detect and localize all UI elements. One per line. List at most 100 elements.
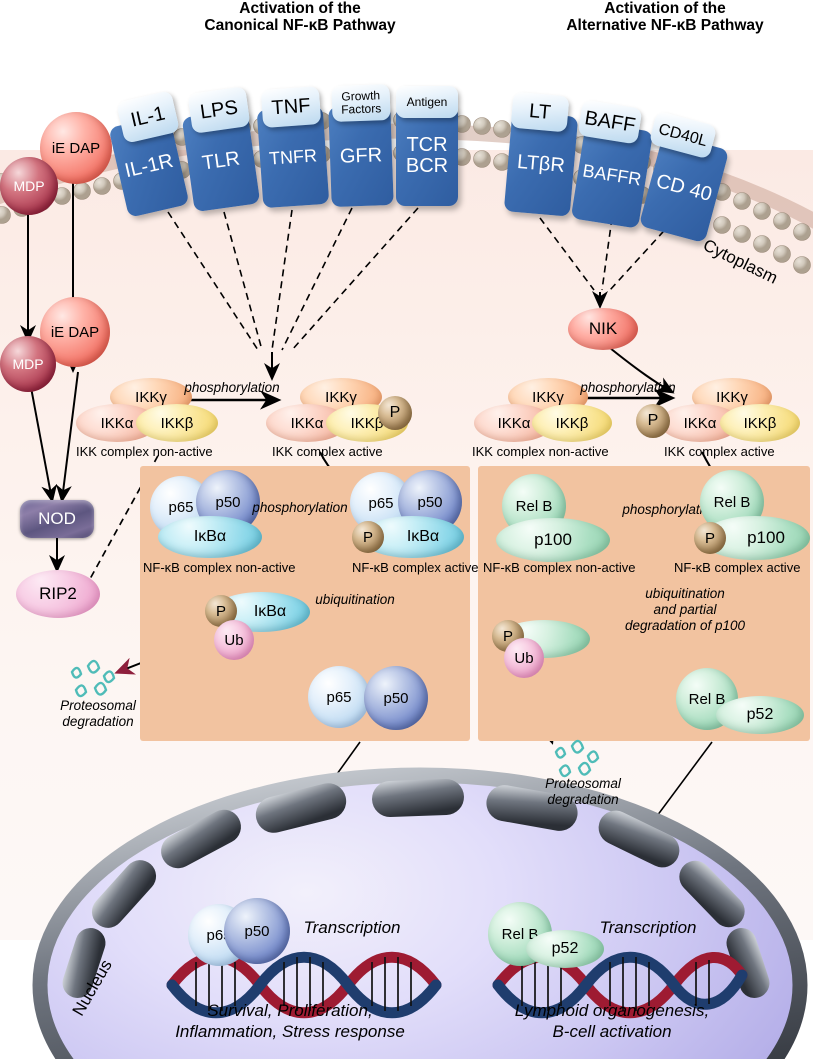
mdp-out-label: MDP (13, 178, 45, 194)
proteosomal-degradation-right: Proteosomal degradation (528, 776, 638, 808)
receptor-tcr-bcr[interactable]: TCR BCR (396, 106, 458, 206)
ligand-lps[interactable]: LPS (187, 86, 251, 134)
relb-inactive-label: Rel B (515, 497, 553, 515)
ligand-antigen-label: Antigen (406, 94, 448, 109)
iedap-in-label: iE DAP (50, 323, 100, 341)
receptor-gfr-label: GFR (339, 144, 383, 168)
receptor-ltbr-label: LTβR (516, 150, 566, 178)
proteosomal-right-line1: Proteosomal (545, 776, 621, 791)
nik-protein[interactable]: NIK (568, 308, 638, 350)
nfkb-right-active-caption: NF-κB complex active (674, 560, 801, 575)
proteosomal-right-line2: degradation (547, 792, 619, 807)
title-alternative: Activation of the Alternative NF-κB Path… (515, 0, 813, 34)
ubiquitin-right[interactable]: Ub (504, 638, 544, 678)
phosphate-ikk-left-label: P (389, 404, 401, 421)
ligand-growth-factors-label: Growth Factors (340, 88, 382, 117)
p100-inactive[interactable]: p100 (496, 518, 610, 562)
relb-free-label: Rel B (688, 690, 726, 708)
ikk-beta-left-inactive-label: IKKβ (160, 414, 194, 432)
nod-protein[interactable]: NOD (20, 500, 94, 538)
transcription-label-left: Transcription (303, 918, 401, 937)
p100-active[interactable]: p100 (700, 516, 810, 560)
relb-active-label: Rel B (713, 493, 751, 511)
p52-nuclear-label: p52 (551, 940, 579, 957)
ikk-beta-right-inactive[interactable]: IKKβ (532, 404, 612, 442)
p52-nuclear[interactable]: p52 (526, 930, 604, 968)
ikk-beta-right-inactive-label: IKKβ (555, 414, 589, 432)
receptor-tcr-bcr-label: TCR BCR (405, 134, 449, 177)
phosphate-p100-ubiq-label: P (502, 627, 513, 645)
ikk-right-phospho-label: phosphorylation (580, 380, 676, 395)
ubiq-right-line2: and partial (653, 602, 717, 617)
ikba-inactive-left-label: IκBα (193, 528, 227, 545)
p50-active-left-label: p50 (417, 493, 443, 511)
title-alternative-line2: Alternative NF-κB Pathway (566, 17, 764, 34)
ligand-lps-label: LPS (198, 95, 240, 124)
p65-free-left[interactable]: p65 (308, 666, 370, 728)
p100-inactive-label: p100 (534, 530, 572, 549)
ikk-left-phospho-label: phosphorylation (184, 380, 280, 395)
phosphate-ikk-right[interactable]: P (636, 404, 670, 438)
p52-free-label: p52 (746, 706, 774, 723)
outcome-canonical: Survival, Proliferation, Inflammation, S… (120, 1000, 460, 1042)
nfkb-left-inactive-caption: NF-κB complex non-active (143, 560, 296, 575)
outcome-alternative: Lymphoid organogenesis, B-cell activatio… (452, 1000, 772, 1042)
nfkb-left-phospho-label: phosphorylation (252, 500, 348, 515)
ubiquitination-label-right: ubiquitination and partial degradation o… (590, 586, 780, 634)
mdp-in-label: MDP (12, 356, 44, 372)
p50-nuclear-label: p50 (244, 922, 270, 940)
rip2-protein[interactable]: RIP2 (16, 570, 100, 618)
ligand-antigen[interactable]: Antigen (396, 86, 458, 118)
p50-free-left[interactable]: p50 (364, 666, 428, 730)
ikk-gamma-right-active-label: IKKγ (716, 388, 748, 406)
nfkb-right-inactive-caption: NF-κB complex non-active (483, 560, 636, 575)
p50-inactive-left-label: p50 (215, 493, 241, 511)
nod-label: NOD (38, 509, 76, 528)
proteosomal-left-line2: degradation (62, 714, 134, 729)
p65-active-left-label: p65 (368, 494, 394, 512)
p50-nuclear[interactable]: p50 (224, 898, 290, 964)
ligand-mdp-cytoplasm[interactable]: MDP (0, 336, 56, 392)
ikk-left-active-caption: IKK complex active (272, 444, 383, 459)
transcription-label-right: Transcription (599, 918, 697, 937)
ligand-tnf-label: TNF (270, 94, 312, 119)
ikk-alpha-right-active-label: IKKα (683, 414, 717, 432)
receptor-il1r-label: IL-1R (122, 149, 176, 183)
ikba-inactive-left[interactable]: IκBα (158, 516, 262, 558)
ubiquitin-left[interactable]: Ub (214, 620, 254, 660)
nfkb-right-phospho-label: phosphorylation (622, 502, 718, 517)
receptor-cd40-label: CD 40 (653, 170, 715, 206)
phosphate-ikba-left[interactable]: P (352, 521, 384, 553)
receptor-tlr-label: TLR (200, 146, 242, 175)
nfkb-left-active-caption: NF-κB complex active (352, 560, 479, 575)
ikba-ubiquitinated-label: IκBα (253, 603, 287, 620)
ikk-beta-right-active[interactable]: IKKβ (720, 404, 800, 442)
ikk-gamma-left-active-label: IKKγ (325, 388, 357, 406)
proteosomal-left-line1: Proteosomal (60, 698, 136, 713)
ikk-left-inactive-caption: IKK complex non-active (76, 444, 213, 459)
ikk-beta-left-active-label: IKKβ (350, 414, 384, 432)
iedap-out-label: iE DAP (51, 139, 101, 157)
phosphate-p100[interactable]: P (694, 522, 726, 554)
title-alternative-line1: Activation of the (604, 0, 726, 17)
ikk-right-active-caption: IKK complex active (664, 444, 775, 459)
ligand-tnf[interactable]: TNF (260, 86, 322, 128)
phosphate-ikk-left[interactable]: P (378, 396, 412, 430)
p52-free[interactable]: p52 (716, 696, 804, 734)
ikk-alpha-left-active-label: IKKα (290, 414, 324, 432)
ligand-growth-factors[interactable]: Growth Factors (331, 83, 391, 123)
p65-inactive-left-label: p65 (168, 498, 194, 516)
ubiquitin-right-label: Ub (514, 649, 534, 667)
outcome-alternative-line1: Lymphoid organogenesis, (514, 1001, 710, 1020)
p65-free-left-label: p65 (326, 688, 352, 706)
ikk-right-inactive-caption: IKK complex non-active (472, 444, 609, 459)
ligand-mdp-extracellular[interactable]: MDP (0, 157, 58, 215)
phosphate-p100-label: P (704, 529, 715, 547)
rip2-label: RIP2 (39, 584, 77, 603)
ikk-alpha-left-inactive-label: IKKα (100, 414, 134, 432)
ikk-beta-left-inactive[interactable]: IKKβ (136, 404, 218, 442)
receptor-tnfr-label: TNFR (268, 145, 318, 169)
ikba-active-left-label: IκBα (406, 528, 440, 545)
ligand-lt[interactable]: LT (510, 91, 570, 133)
